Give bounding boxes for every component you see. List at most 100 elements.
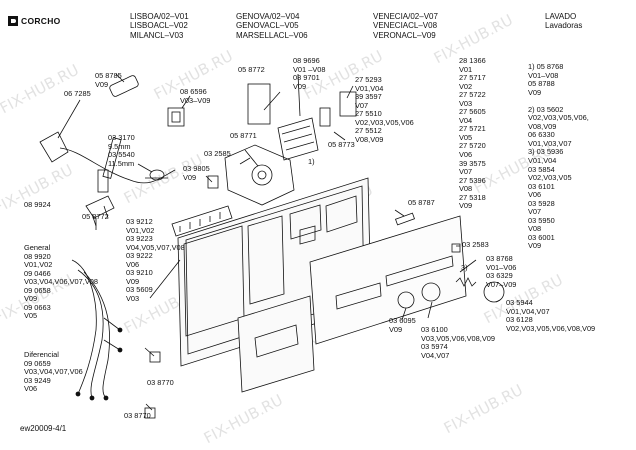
label-line: V07 — [459, 167, 473, 177]
label-line: V09 — [95, 79, 109, 89]
label-line: 03 6095 — [389, 316, 416, 325]
relay — [167, 107, 185, 127]
label-line: 06 7285 — [64, 89, 91, 98]
label-line: V08,V09 — [528, 121, 557, 131]
brand-logo: CORCHO — [8, 14, 74, 27]
label-line: 03 6329 — [486, 271, 513, 281]
label-line: V01,V04 — [528, 156, 557, 166]
display-panel — [309, 215, 467, 345]
label-line: GENOVACL–V05 — [236, 21, 299, 31]
label-line: V05 — [459, 132, 473, 142]
label-line: 27 5721 — [459, 124, 486, 134]
cable-bracket — [85, 195, 115, 219]
label-line: 05 8785 — [95, 71, 122, 80]
label-058771: 05 8771 — [230, 131, 257, 141]
label-line: V09 — [126, 276, 140, 286]
label-line: 03 6001 — [528, 232, 555, 242]
label-line: V04 — [459, 115, 473, 125]
label-line: V08,V09 — [355, 134, 384, 144]
label-line: 11.5mm — [108, 158, 135, 168]
label-067285: 06 7285 — [64, 89, 91, 99]
label-line: V05 — [24, 311, 38, 321]
label-line: 1) — [308, 157, 315, 166]
label-line: VERONACL–V09 — [373, 30, 436, 40]
label-line: 08 9696 — [293, 56, 320, 65]
label-line: V04,V05,V07,V08 — [126, 242, 185, 252]
label-line: 09 0663 — [24, 302, 51, 312]
label-line: 03 8770 — [124, 411, 151, 420]
label-line: 27 5293 — [355, 75, 382, 84]
label-line: V06 — [459, 150, 473, 160]
label-038770-a: 03 8770 — [147, 378, 174, 388]
label-line: VENECIACL–V08 — [373, 21, 438, 31]
label-line: V09 — [293, 81, 307, 91]
label-line: General — [24, 243, 51, 252]
label-line: V02,V03,V05,V06,V08,V09 — [506, 323, 596, 333]
label-line: 03 9212 — [126, 217, 153, 226]
label-line: V01,V04,V07 — [506, 306, 550, 316]
label-note-3: 3) — [461, 263, 468, 273]
label-line: 05 8773 — [328, 140, 355, 149]
knob — [421, 282, 441, 302]
mains-plug — [39, 131, 69, 163]
control-module — [277, 117, 319, 161]
label-line: V03 — [459, 98, 473, 108]
label-line: V03,V05,V06,V08,V09 — [421, 333, 495, 343]
brand-name: CORCHO — [21, 15, 61, 26]
label-058772-left: 05 8772 — [82, 212, 109, 222]
label-line: GENOVA/02–V04 — [236, 12, 300, 21]
label-038770-b: 03 8770 — [124, 411, 151, 421]
label-line: MARSELLACL–V06 — [236, 30, 308, 40]
label-line: 03 9223 — [126, 234, 153, 244]
label-line: 03 8768 — [486, 254, 513, 263]
label-line: V06 — [24, 384, 38, 394]
label-line: 27 5605 — [459, 107, 486, 117]
label-line: V09 — [528, 241, 542, 251]
label-line: 03 9210 — [126, 268, 153, 278]
label-line: 3) 03 5936 — [528, 147, 564, 157]
knob — [483, 281, 505, 303]
diagram-code: ew20009-4/1 — [20, 424, 67, 433]
connector-strip — [171, 205, 233, 237]
label-line: 05 8787 — [408, 198, 435, 207]
label-line: V02,V03,V05,V06 — [355, 117, 414, 127]
label-line: V03,V04,V06,V07,V08 — [24, 277, 98, 287]
label-line: V07 — [528, 207, 542, 217]
label-058787: 05 8787 — [408, 198, 435, 208]
label-line: V01,V04 — [355, 83, 384, 93]
label-line: V01 — [459, 64, 473, 74]
bracket — [319, 107, 331, 127]
label-line: 06 6330 — [528, 130, 555, 140]
label-058772-top: 05 8772 — [238, 65, 265, 75]
label-line: V03–V09 — [180, 95, 211, 105]
brand-mark-icon — [8, 15, 18, 26]
label-line: 03 6101 — [528, 181, 555, 191]
label-line: 03 5944 — [506, 298, 533, 307]
label-line: 03 5950 — [528, 215, 555, 225]
label-line: 03 3170 — [108, 133, 135, 142]
label-line: 03 2583 — [462, 240, 489, 249]
label-line: 3) — [461, 263, 468, 272]
label-line: 03 2585 — [204, 149, 231, 158]
label-line: 39 3575 — [459, 158, 486, 168]
label-line: V03 — [126, 293, 140, 303]
label-line: V09 — [183, 172, 197, 182]
label-line: 08 9920 — [24, 251, 51, 261]
label-line: 9.5mm — [108, 141, 131, 151]
label-line: 03 5540 — [108, 150, 135, 160]
label-089924: 08 9924 — [24, 200, 51, 210]
label-line: V01–V06 — [486, 262, 517, 272]
label-line: 09 0658 — [24, 285, 51, 295]
clamp — [149, 169, 165, 181]
label-line: 09 0659 — [24, 358, 51, 368]
